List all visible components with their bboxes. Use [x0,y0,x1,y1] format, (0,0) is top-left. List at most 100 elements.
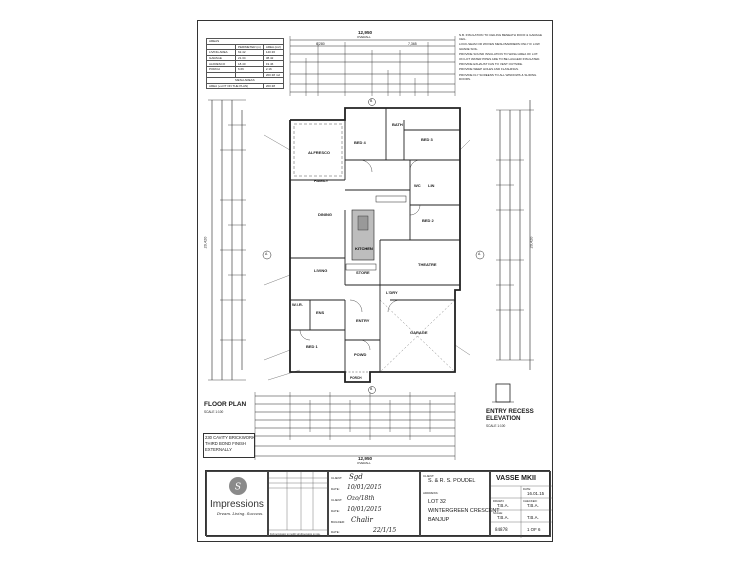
room-garage: GARAGE [410,330,428,335]
areas-cell: ALFRESCO [206,60,236,67]
room-master: BED 1 [306,344,318,349]
dim-left: 6,280 [316,42,325,46]
dim-depth-left: 20,420 [203,236,208,249]
plan-name: VASSE MKII [496,475,536,482]
note: N.B. INSULATION TO CEILING BENEATH ROOF … [459,33,542,42]
revisions-area: Full permission to modify all dimensions… [268,471,329,537]
grid-b-bottom: B [370,387,373,391]
address-label: ADDRESS: [423,491,439,495]
scale-value: T.B.A. [497,515,509,520]
sig-label: BUILDER: [331,520,345,524]
room-entry: ENTRY [356,318,370,323]
dim-bottom-width: 12,950 [358,456,373,461]
dim-bottom-label: OVERALL [357,461,371,465]
areas-cell: PORCH [206,66,236,73]
room-living: LIVING [314,268,328,273]
mesh-heading: MESH AREAS [206,77,284,84]
copyright-note: Full permission to modify all dimensions… [270,533,321,536]
sig-label: CLIENT: [331,498,343,502]
plan-info-grid [491,485,552,538]
room-laundry: L'DRY [386,290,398,295]
brick-note-1: 230 CAVITY BRICKWORK [205,435,255,440]
room-bed2: BED 2 [422,218,434,223]
room-bed4: BED 4 [354,140,366,145]
address-line-1: LOT 32 [428,499,446,505]
entry-recess-scale: SCALE 1:100 [486,424,506,428]
brick-note-box: 230 CAVITY BRICKWORK THIRD BOND FINISH E… [203,433,255,458]
mesh-cell: 200.38 [262,82,284,90]
room-kitchen: KITCHEN [355,246,373,251]
sheet-number: 1 OF 6 [527,527,541,532]
areas-total: 200.38 m2 [262,71,284,79]
dim-overall-width: 12,950 [358,30,373,35]
room-bath: BATH [392,122,403,127]
room-powder: POWD [354,352,367,357]
sig-label: CLIENT: [331,476,343,480]
address-line-3: BANJUP [428,517,450,523]
grid-a-right: A [478,252,481,256]
logo-area: S Impressions Dream. Living. Success. [206,471,268,537]
floor-plan-scale: SCALE 1:100 [204,410,224,414]
note: PROVIDE EXHAUST FAN TO VENT OUTSIDE. [459,62,523,67]
sig-label: DATE: [331,487,340,491]
room-bed3: BED 3 [421,137,433,142]
scale-value-2: T.B.A. [527,515,539,520]
title-block: S Impressions Dream. Living. Success. Fu… [205,470,552,538]
date-label: DATE: [523,487,532,491]
dim-right: 7,365 [408,42,417,46]
scale-label: SCALE: [493,511,503,515]
room-theatre: THEATRE [418,262,437,267]
room-ensuite: ENS [316,310,325,315]
brick-note-2: THIRD BOND FINISH [205,441,246,446]
room-wir: W.I.R. [292,302,303,307]
signature: Sgd [349,473,363,481]
sig-label: DATE: [331,509,340,513]
areas-cell: 2.16 [262,66,284,73]
note: PROVIDE SOUND INSULATION TO WASH AREA OF… [459,51,539,56]
note: ON LOT WATER PIPES ARE TO BE LAGGED/ INS… [459,57,541,62]
entry-recess-title: ENTRY RECESS [486,408,534,415]
brand-logo-icon: S [229,477,247,495]
grid-b-top: B [370,99,373,103]
drawn-value: T.B.A. [497,503,509,508]
room-lin: LIN [428,183,435,188]
drawn-label: DRAWN: [493,499,505,503]
drawing-notes: N.B. INSULATION TO CEILING BENEATH ROOF … [459,33,549,82]
client-label: CLIENT: [423,474,435,478]
signature-date: 10/01/2015 [347,484,382,491]
note: PROVIDE FLY SCREENS TO ALL WINDOWS & SLI… [459,72,537,81]
room-alfresco: ALFRESCO [308,150,330,155]
revisions-grid [269,472,329,531]
room-family: FAMILY [314,178,329,183]
signature-date: 10/01/2015 [347,506,382,513]
address-line-2: WINTERGREEN CRESCENT [428,508,500,514]
plan-info-area: VASSE MKII DATE: 16.01.15 DRAWN: T.B.A. … [490,471,552,538]
brand-name: Impressions [210,499,264,510]
signatures-area: CLIENT: Sgd DATE: 10/01/2015 CLIENT: Ozo… [328,471,420,537]
note: LOCK-SEAM OR WOVEN MESH BARRIERS ONLY IF… [459,42,540,51]
brick-note-3: EXTERNALLY [205,447,232,452]
dim-overall-label: OVERALL [357,35,371,39]
drawing-sheet [197,20,553,542]
checked-value: T.B.A. [527,503,539,508]
room-dining: DINING [318,212,332,217]
sig-label: DATE: [331,530,340,534]
room-porch: PORCH [350,376,362,380]
dim-depth-right: 20,420 [529,236,534,249]
signature: Chalir [351,516,373,524]
signature: Ozo/18th [347,495,375,502]
entry-recess-title-2: ELEVATION [486,415,521,422]
client-area: CLIENT: S. & R. S. POUDEL ADDRESS: LOT 3… [420,471,500,537]
client-name: S. & R. S. POUDEL [428,478,476,484]
date-value: 16.01.15 [527,491,545,496]
areas-cell: 19.46 [262,60,284,67]
room-store: STORE [356,270,370,275]
grid-a-left: A [265,252,268,256]
floor-plan-title: FLOOR PLAN [204,401,247,408]
areas-table: AREAS PERIMETER (m) AREA (m2) LIVING ARE… [206,38,284,90]
note: PROVIDE WEEP HOLES AND FLASHINGS. [459,67,519,72]
room-wc: WC [414,183,421,188]
job-number: 84878 [495,527,508,532]
signature-date: 22/1/15 [373,527,397,534]
